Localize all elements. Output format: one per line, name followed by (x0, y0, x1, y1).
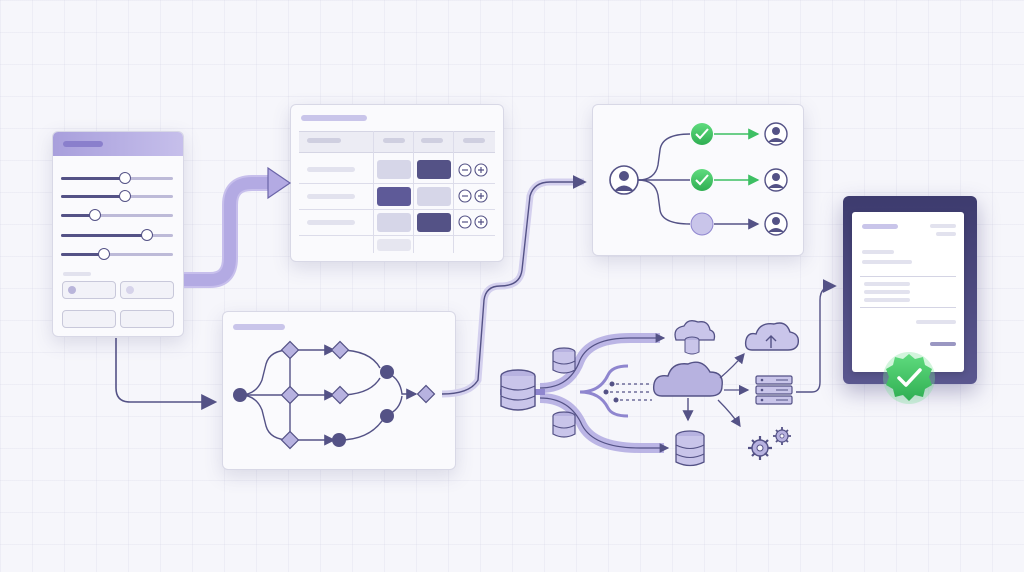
arrow-icon (796, 286, 834, 392)
workflow-node[interactable] (380, 365, 394, 379)
workflow-start-node[interactable] (233, 388, 247, 402)
verified-badge-icon (883, 352, 935, 404)
server-rack-icon (756, 376, 792, 404)
checkmark-icon (691, 169, 713, 191)
database-icon (553, 412, 575, 437)
cloud-upload-icon (746, 323, 799, 350)
arrow-icon (116, 338, 214, 402)
workflow-graph-icon (240, 350, 416, 440)
table-stepper[interactable] (459, 164, 487, 228)
user-avatar-icon (765, 123, 787, 145)
gear-icon (748, 436, 772, 460)
cloud-icon (654, 362, 723, 396)
user-avatar-icon (765, 169, 787, 191)
pending-node (691, 213, 713, 235)
checkmark-icon (691, 123, 713, 145)
database-icon (501, 370, 535, 410)
user-avatar-icon (765, 213, 787, 235)
approval-routing-icon (610, 123, 787, 235)
database-icon (685, 337, 699, 354)
data-pipeline (500, 321, 798, 466)
gear-icon (773, 427, 791, 445)
workflow-node[interactable] (332, 433, 346, 447)
workflow-node[interactable] (380, 409, 394, 423)
arrow-icon (184, 168, 290, 280)
database-icon (676, 431, 704, 466)
database-icon (553, 348, 575, 373)
